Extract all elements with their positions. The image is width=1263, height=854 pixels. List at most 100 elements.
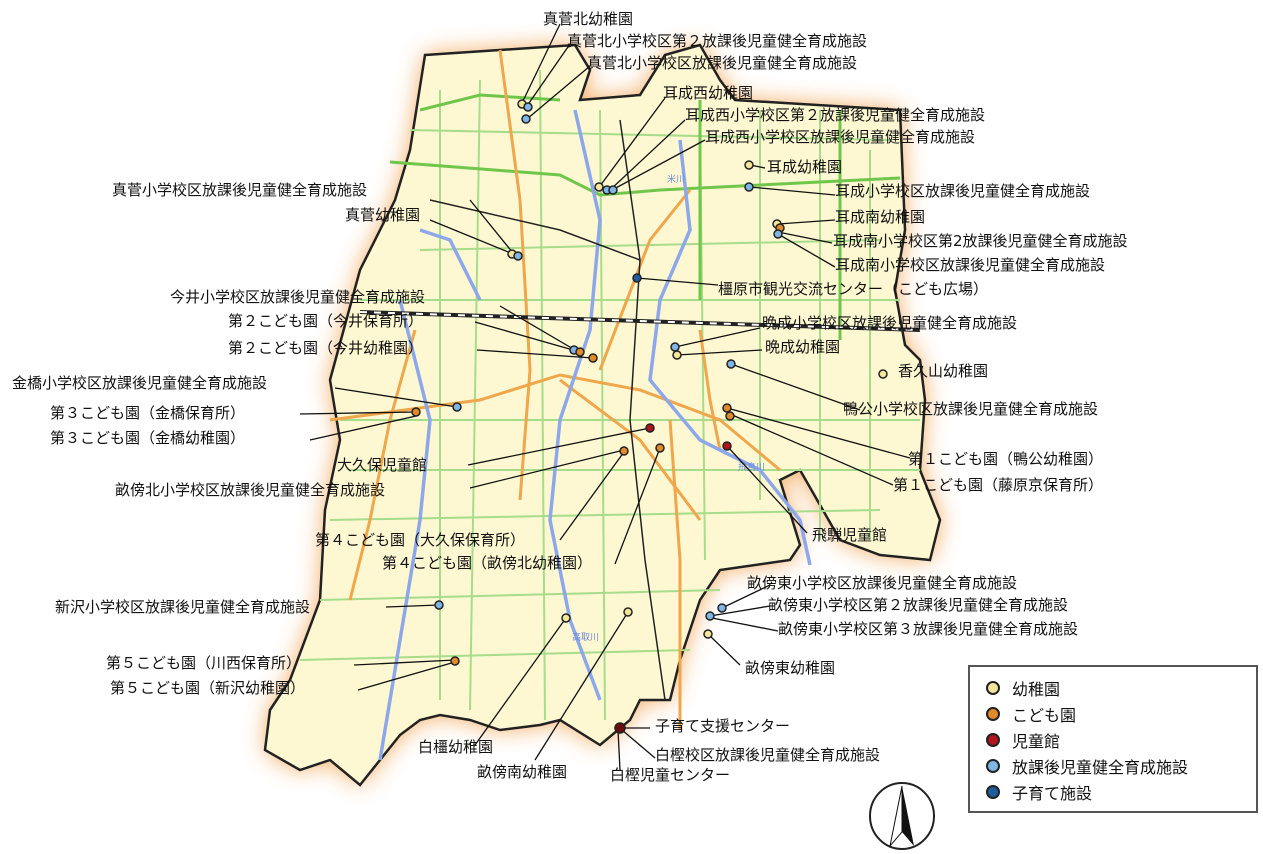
marker-kodomoen: [722, 403, 732, 413]
label: 大久保児童館: [337, 456, 427, 474]
legend-dot-icon: [986, 733, 1000, 747]
marker-kindergarten: [703, 629, 713, 639]
north-arrow-icon: [869, 782, 935, 850]
marker-jidokan: [645, 423, 655, 433]
marker-houkago: [744, 182, 754, 192]
label: 真菅幼稚園: [345, 206, 420, 224]
marker-houkago: [773, 229, 783, 239]
marker-kodomoen: [450, 656, 460, 666]
legend-label: 幼稚園: [1012, 680, 1061, 699]
marker-houkago: [434, 600, 444, 610]
legend-item-jidokan: 児童館: [986, 729, 1060, 751]
label: 畝傍北小学校区放課後児童健全育成施設: [115, 481, 385, 499]
label: 新沢小学校区放課後児童健全育成施設: [55, 598, 310, 616]
legend-item-kodomoen: こども園: [986, 703, 1076, 725]
leader-lines: [299, 23, 911, 771]
label: 第４こども園（大久保保育所）: [315, 531, 525, 549]
label: 白樫児童センター: [610, 766, 730, 784]
legend-item-houkago: 放課後児童健全育成施設: [986, 755, 1188, 777]
marker-kosodate: [632, 273, 642, 283]
label: 鴨公小学校区放課後児童健全育成施設: [843, 400, 1098, 418]
river-name-yonekawa: 米川: [667, 173, 685, 185]
marker-kindergarten: [561, 613, 571, 623]
marker-kodomoen: [619, 446, 629, 456]
label: 第２こども園（今井保育所）: [228, 312, 423, 330]
label: 子育て支援センター: [655, 717, 790, 735]
label: 第３こども園（金橋幼稚園）: [50, 429, 245, 447]
legend-dot-icon: [986, 785, 1000, 799]
marker-houkago: [523, 102, 533, 112]
label: 第５こども園（新沢幼稚園）: [110, 679, 305, 697]
facility-labels: 真菅北幼稚園 真菅北小学校区第２放課後児童健全育成施設 真菅北小学校区放課後児童…: [12, 10, 1128, 784]
marker-houkago: [717, 603, 727, 613]
legend-item-kosodate: 子育て施設: [986, 781, 1092, 803]
label: 白橿幼稚園: [418, 738, 493, 756]
marker-houkago: [726, 359, 736, 369]
river-name-takatori: 高取川: [572, 631, 599, 643]
marker-houkago: [521, 114, 531, 124]
label: 今井小学校区放課後児童健全育成施設: [170, 288, 425, 306]
label: 第３こども園（金橋保育所）: [50, 404, 245, 422]
orange-roads: [329, 49, 781, 730]
label: 第１こども園（鴨公幼稚園）: [908, 450, 1103, 468]
legend-label: 児童館: [1012, 732, 1061, 751]
label: 橿原市観光交流センター（こども広場）: [718, 280, 988, 298]
label: 第５こども園（川西保育所）: [106, 654, 301, 672]
facility-markers: [411, 99, 888, 734]
label: 畝傍東幼稚園: [745, 659, 835, 677]
legend-label: 子育て施設: [1012, 784, 1093, 803]
legend-dot-icon: [986, 681, 1000, 695]
legend: 幼稚園 こども園 児童館 放課後児童健全育成施設 子育て施設: [968, 665, 1258, 813]
label: 耳成南小学校区第2放課後児童健全育成施設: [833, 232, 1128, 250]
label: 耳成南小学校区放課後児童健全育成施設: [835, 256, 1105, 274]
marker-houkago: [513, 251, 523, 261]
legend-item-kindergarten: 幼稚園: [986, 677, 1060, 699]
label: 耳成西小学校区第２放課後児童健全育成施設: [685, 106, 985, 124]
railway: [359, 119, 921, 701]
marker-kindergarten: [623, 607, 633, 617]
marker-houkago: [608, 185, 618, 195]
label: 畝傍東小学校区放課後児童健全育成施設: [747, 574, 1017, 592]
marker-kodomoen: [575, 347, 585, 357]
label: 第４こども園（畝傍北幼稚園）: [382, 554, 592, 572]
label: 飛騨児童館: [812, 526, 887, 544]
label: 耳成西小学校区放課後児童健全育成施設: [705, 128, 975, 146]
marker-kodomoen: [725, 411, 735, 421]
marker-houkago: [670, 342, 680, 352]
legend-dot-icon: [986, 759, 1000, 773]
label: 耳成幼稚園: [767, 158, 842, 176]
label: 畝傍東小学校区第３放課後児童健全育成施設: [778, 620, 1078, 638]
label: 耳成西幼稚園: [663, 84, 753, 102]
marker-jidokan: [614, 722, 626, 734]
marker-kindergarten: [594, 182, 604, 192]
label: 畝傍東小学校区第２放課後児童健全育成施設: [768, 596, 1068, 614]
label: 耳成南幼稚園: [835, 208, 925, 226]
label: 真菅北小学校区放課後児童健全育成施設: [587, 54, 857, 72]
marker-houkago: [705, 611, 715, 621]
label: 真菅北幼稚園: [543, 10, 633, 28]
marker-kindergarten: [672, 350, 682, 360]
label: 真菅小学校区放課後児童健全育成施設: [112, 181, 367, 199]
green-roads: [389, 93, 901, 340]
legend-dot-icon: [986, 707, 1000, 721]
label: 畝傍南幼稚園: [477, 763, 567, 781]
label: 白樫校区放課後児童健全育成施設: [655, 746, 880, 764]
legend-label: こども園: [1012, 706, 1077, 725]
marker-kindergarten: [744, 160, 754, 170]
marker-kodomoen: [411, 407, 421, 417]
marker-houkago: [452, 402, 462, 412]
label: 耳成小学校区放課後児童健全育成施設: [835, 182, 1090, 200]
legend-label: 放課後児童健全育成施設: [1012, 758, 1189, 777]
river-name-asuka: 飛鳥川: [738, 461, 765, 473]
label: 晩成幼稚園: [765, 338, 840, 356]
marker-kodomoen: [655, 443, 665, 453]
label: 金橋小学校区放課後児童健全育成施設: [12, 374, 267, 392]
label: 真菅北小学校区第２放課後児童健全育成施設: [567, 32, 867, 50]
marker-kindergarten: [878, 369, 888, 379]
label: 晩成小学校区放課後児童健全育成施設: [762, 314, 1017, 332]
marker-kodomoen: [588, 353, 598, 363]
label: 香久山幼稚園: [898, 362, 988, 380]
label: 第２こども園（今井幼稚園）: [228, 339, 423, 357]
marker-jidokan: [722, 441, 732, 451]
